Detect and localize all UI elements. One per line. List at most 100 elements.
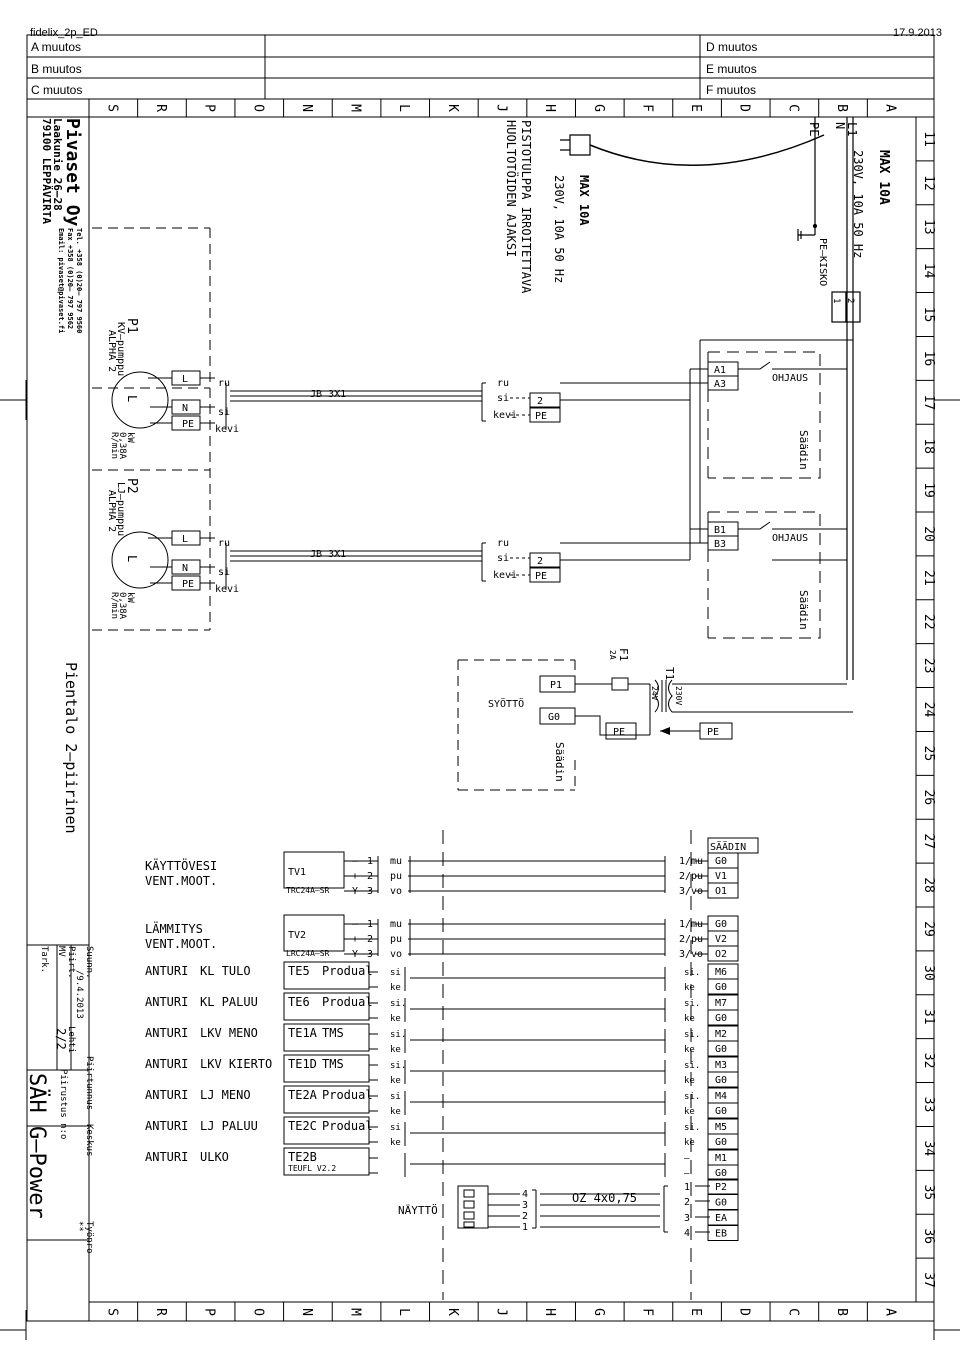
plug-note-1: PISTOTULPPA IRROITETTAVA	[519, 120, 533, 294]
display-ctrl-2: 2	[684, 1197, 690, 1208]
controller-terminal-1: M5	[715, 1122, 727, 1133]
sensor-tag: TE6	[288, 995, 310, 1009]
column-number: 19	[921, 482, 936, 498]
control-label: OHJAUS	[772, 373, 808, 384]
wire-kevi: kevi	[215, 424, 239, 435]
controller-terminal-1: M2	[715, 1029, 727, 1040]
controller-wire-1: si.	[684, 1092, 700, 1102]
revision-c: C muutos	[31, 83, 83, 97]
max-current-label: MAX 10A	[876, 150, 891, 205]
sensor-type: Produal	[322, 1088, 373, 1102]
pump-rmin: R/min	[109, 432, 119, 459]
junction-terminal-pe: PE	[535, 411, 547, 422]
display-ctrl-4: 4	[684, 1228, 690, 1239]
tb-sheet: 2/2	[54, 1028, 68, 1050]
controller-terminal-1: M3	[715, 1060, 727, 1071]
column-letter-top: F	[639, 104, 654, 112]
revision-e: E muutos	[706, 62, 757, 76]
column-letter-bottom: L	[396, 1308, 411, 1316]
controller-terminal-1: M6	[715, 967, 727, 978]
tb-suunn: Suunn.	[84, 946, 94, 979]
controller-terminal: O2	[715, 949, 727, 960]
company-address-1: Laakunie 26–28	[51, 118, 64, 211]
controller-terminal-2: G0	[715, 1044, 727, 1055]
controller-terminal: V1	[715, 871, 727, 882]
valve-wire-color: mu	[390, 919, 402, 930]
controller-terminal-1: M1	[715, 1153, 727, 1164]
sensor-wire-1: si	[390, 1123, 401, 1133]
column-letter-bottom: S	[104, 1308, 119, 1316]
pump-amp: 0,38A	[117, 592, 127, 620]
plug-note-2: HUOLTOTÖIDEN AJAKSI	[504, 120, 520, 257]
tb-date: /9.4.2013	[74, 970, 84, 1019]
controller-wire-2: ke	[684, 1076, 695, 1086]
tb-lehti: Lehti	[66, 1026, 76, 1053]
company-address-2: 79100 LEPPÄVIRTA	[40, 118, 54, 224]
column-letter-bottom: E	[688, 1308, 703, 1316]
valve-label-1: KÄYTTÖVESI	[145, 857, 217, 873]
valve-wire-color: pu	[390, 934, 402, 945]
transformer-24v: 24V	[650, 686, 659, 701]
controller-terminal: G0	[715, 919, 727, 930]
column-number: 28	[921, 877, 936, 893]
sensor-type: Produal	[322, 995, 373, 1009]
column-number: 18	[921, 438, 936, 454]
controller-wire: 1/mu	[679, 919, 703, 930]
sensor-tag: TE2C	[288, 1119, 317, 1133]
valve-wire-color: mu	[390, 856, 402, 867]
controller-wire-2: ke	[684, 1045, 695, 1055]
sensor-wire-2: ke	[390, 1045, 401, 1055]
column-letter-bottom: G	[591, 1308, 606, 1316]
display-pin-4: 4	[522, 1189, 528, 1200]
controller-wire: 2/pu	[679, 934, 703, 945]
sensor-type: Produal	[322, 1119, 373, 1133]
column-number: 31	[921, 1009, 936, 1025]
column-letter-bottom: H	[542, 1308, 557, 1316]
valve-wire-color: vo	[390, 886, 402, 897]
column-number: 27	[921, 833, 936, 849]
pump-name: LJ–pumppu	[115, 482, 126, 536]
pump-kw: kW	[125, 432, 135, 443]
company-tel: Tel. +358 (0)20– 797 9560	[75, 228, 83, 333]
valve-tag: TV1	[288, 867, 306, 878]
controller-terminal: V2	[715, 934, 727, 945]
controller-wire: 3/vo	[679, 949, 703, 960]
junction-si: si	[497, 553, 509, 564]
transformer-t1: T1	[663, 667, 676, 680]
junction-si: si	[497, 393, 509, 404]
terminal-1: 1	[831, 298, 841, 303]
revision-f: F muutos	[706, 83, 757, 97]
display-controller-terminal: P2	[715, 1182, 727, 1193]
column-letter-bottom: J	[494, 1308, 509, 1316]
display-controller-terminal: EB	[715, 1229, 727, 1240]
column-number: 14	[921, 263, 936, 279]
column-number: 25	[921, 746, 936, 762]
sensor-label: ANTURI	[145, 995, 188, 1009]
pump-name: KV–pumppu	[115, 322, 126, 376]
wire-si: si	[218, 567, 230, 578]
junction-terminal-pe: PE	[535, 571, 547, 582]
column-number: 30	[921, 965, 936, 981]
pump-id: P2	[124, 478, 139, 494]
junction-kevi: kevi	[493, 570, 517, 581]
column-letter-top: L	[396, 104, 411, 112]
tb-piirtunnus: Piirtunnus	[84, 1056, 94, 1110]
controller-terminal: G0	[715, 856, 727, 867]
valve-model: TRC24A–SR	[286, 886, 330, 895]
tb-tark: Tark.	[39, 946, 49, 973]
column-number: 36	[921, 1228, 936, 1244]
valve-wire-color: vo	[390, 949, 402, 960]
tb-piirt: Piirt.	[66, 946, 76, 979]
controller-label: Säädin	[797, 430, 810, 470]
junction-kevi: kevi	[493, 410, 517, 421]
pe-label: PE	[807, 122, 821, 136]
controller-terminal-2: G0	[715, 1075, 727, 1086]
column-number: 13	[921, 219, 936, 235]
relay-terminal-1: A1	[714, 365, 726, 376]
controller-wire-1: –	[684, 1154, 690, 1164]
column-letter-top: S	[104, 104, 119, 112]
column-letter-top: K	[445, 104, 460, 112]
controller-wire: 3/vo	[679, 886, 703, 897]
column-number: 21	[921, 570, 936, 586]
